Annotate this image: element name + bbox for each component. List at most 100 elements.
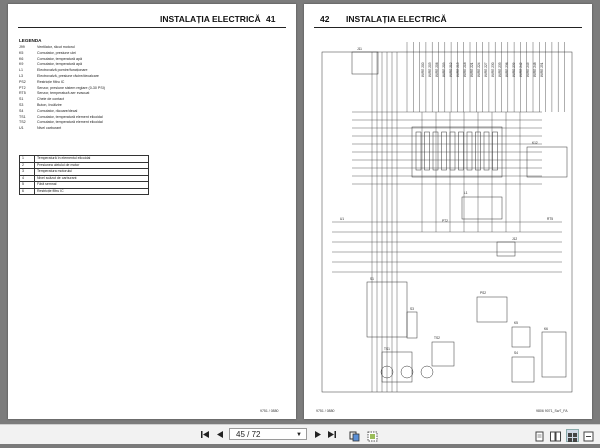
component-label: WIRE 251 (540, 62, 544, 77)
legend-text: Ventilator, răcut motorul (37, 45, 75, 49)
last-page-icon[interactable] (326, 429, 338, 440)
relay-block (526, 146, 568, 178)
gauge-panel (366, 281, 408, 338)
component (431, 341, 455, 367)
legend-code: TS1 (19, 114, 26, 119)
legend-row: TS1 Comutator, temperatură element elicoi… (19, 115, 279, 121)
legend-row: K6 Comutator, temperatură apă (19, 57, 279, 63)
component-label: WIRE 233 (498, 62, 502, 77)
legend-row: RT5 Senzor, temperatură aer evacuat (19, 91, 279, 97)
legend-code: S3 (19, 102, 24, 107)
legend-row: S4 Comutator, răcoare/decal (19, 109, 279, 115)
component-label: WIRE 245 (526, 62, 530, 77)
legend-code: K6 (19, 56, 24, 61)
legend-code: S4 (19, 108, 24, 113)
component-label: WIRE 242 (519, 62, 523, 77)
component-label: WIRE 218 (463, 62, 467, 77)
first-page-icon[interactable] (199, 429, 211, 440)
legend-code: K9 (19, 62, 24, 67)
header-rule (314, 27, 582, 28)
legend-text: Comutator, temperatură apă (37, 62, 82, 67)
next-page-icon[interactable] (312, 429, 324, 440)
terminal-strip (541, 331, 567, 378)
component-label: K12 (532, 141, 538, 145)
legend-text: Comutator, presiune ulei (37, 50, 76, 55)
component-label: U1 (340, 217, 344, 221)
select-icon[interactable] (367, 429, 378, 442)
chevron-down-icon[interactable]: ▼ (296, 432, 302, 438)
component (511, 356, 535, 383)
legend-text: Comutator, răcoare/decal (37, 108, 78, 113)
component-label: WIRE 221 (470, 62, 474, 77)
page-number: 42 (320, 14, 330, 24)
legend-text: Senzor, presiune sistem reglare (0-30 PS… (37, 85, 105, 90)
diagram-reference: 9806 9071_Sw7_FA (536, 409, 568, 413)
legend-text: Senzor, temperatură aer evacuat (37, 91, 90, 96)
switch (424, 131, 430, 171)
gauge (380, 365, 394, 379)
component-label: K6 (544, 327, 548, 331)
component-label: J12 (512, 237, 517, 241)
switch (449, 131, 456, 171)
copy-icon[interactable] (349, 429, 360, 442)
legend-text: Comutator, temperatură element elicoidal (37, 114, 103, 119)
legend-code: RT5 (19, 91, 26, 96)
switch (466, 131, 473, 171)
legend-code: L3 (19, 73, 23, 78)
legend-code: TS2 (19, 120, 26, 125)
component-label: S1 (370, 277, 374, 281)
note-text: Restricție filtru IC (34, 187, 149, 195)
legend-row: K9 Comutator, temperatură apă (19, 62, 279, 68)
legend-code: S1 (19, 97, 24, 102)
component-label: WIRE 209 (442, 62, 446, 77)
component-label: WIRE 206 (435, 62, 439, 77)
component-label: S3 (410, 307, 414, 311)
legend-text: Electrovalvă pornire/funcționare (37, 68, 88, 73)
page-number-input[interactable]: 45 / 72 ▼ (229, 428, 307, 440)
single-page-icon[interactable] (534, 429, 545, 442)
switch (458, 131, 464, 171)
relay-block (351, 51, 379, 75)
legend-code: J99 (19, 45, 25, 49)
connector (461, 196, 503, 220)
legend-code: U1 (19, 126, 24, 131)
component (406, 311, 418, 339)
legend-text: Cheie de contact (37, 97, 64, 102)
component-label: WIRE 236 (505, 62, 509, 77)
legend-code: PS2 (19, 79, 26, 84)
legend-row: PS2 Restricție filtru IC (19, 80, 279, 86)
legend-row: J99 Ventilator, răcut motorul (19, 45, 279, 51)
component-label: WIRE 239 (512, 62, 516, 77)
component-label: WIRE 200 (421, 62, 425, 77)
prev-page-icon[interactable] (214, 429, 226, 440)
legend-text: Buton, încălzire (37, 102, 62, 107)
legend-text: Electrovalvă, presiune răcire/decalcare (37, 73, 99, 78)
dual-page-icon[interactable] (550, 429, 561, 442)
gauge (420, 365, 434, 379)
legend-text: Restricție filtru IC (37, 79, 65, 84)
fit-width-icon[interactable] (583, 429, 594, 442)
legend-row: L3 Electrovalvă, presiune răcire/decalcar… (19, 74, 279, 80)
component-label: WIRE 224 (477, 62, 481, 77)
switch (492, 131, 498, 171)
component (381, 351, 413, 383)
thumbnails-icon[interactable] (566, 429, 579, 442)
legend-title: LEGENDA (19, 38, 42, 43)
component-label: TS1 (384, 347, 390, 351)
page-footer: 9751 / 0880 (260, 409, 279, 413)
legend-text: Comutator, temperatură apă (37, 56, 82, 61)
note-number: 6 (19, 187, 35, 195)
page-display: 45 / 72 (236, 430, 261, 439)
component-label: PT2 (442, 219, 448, 223)
